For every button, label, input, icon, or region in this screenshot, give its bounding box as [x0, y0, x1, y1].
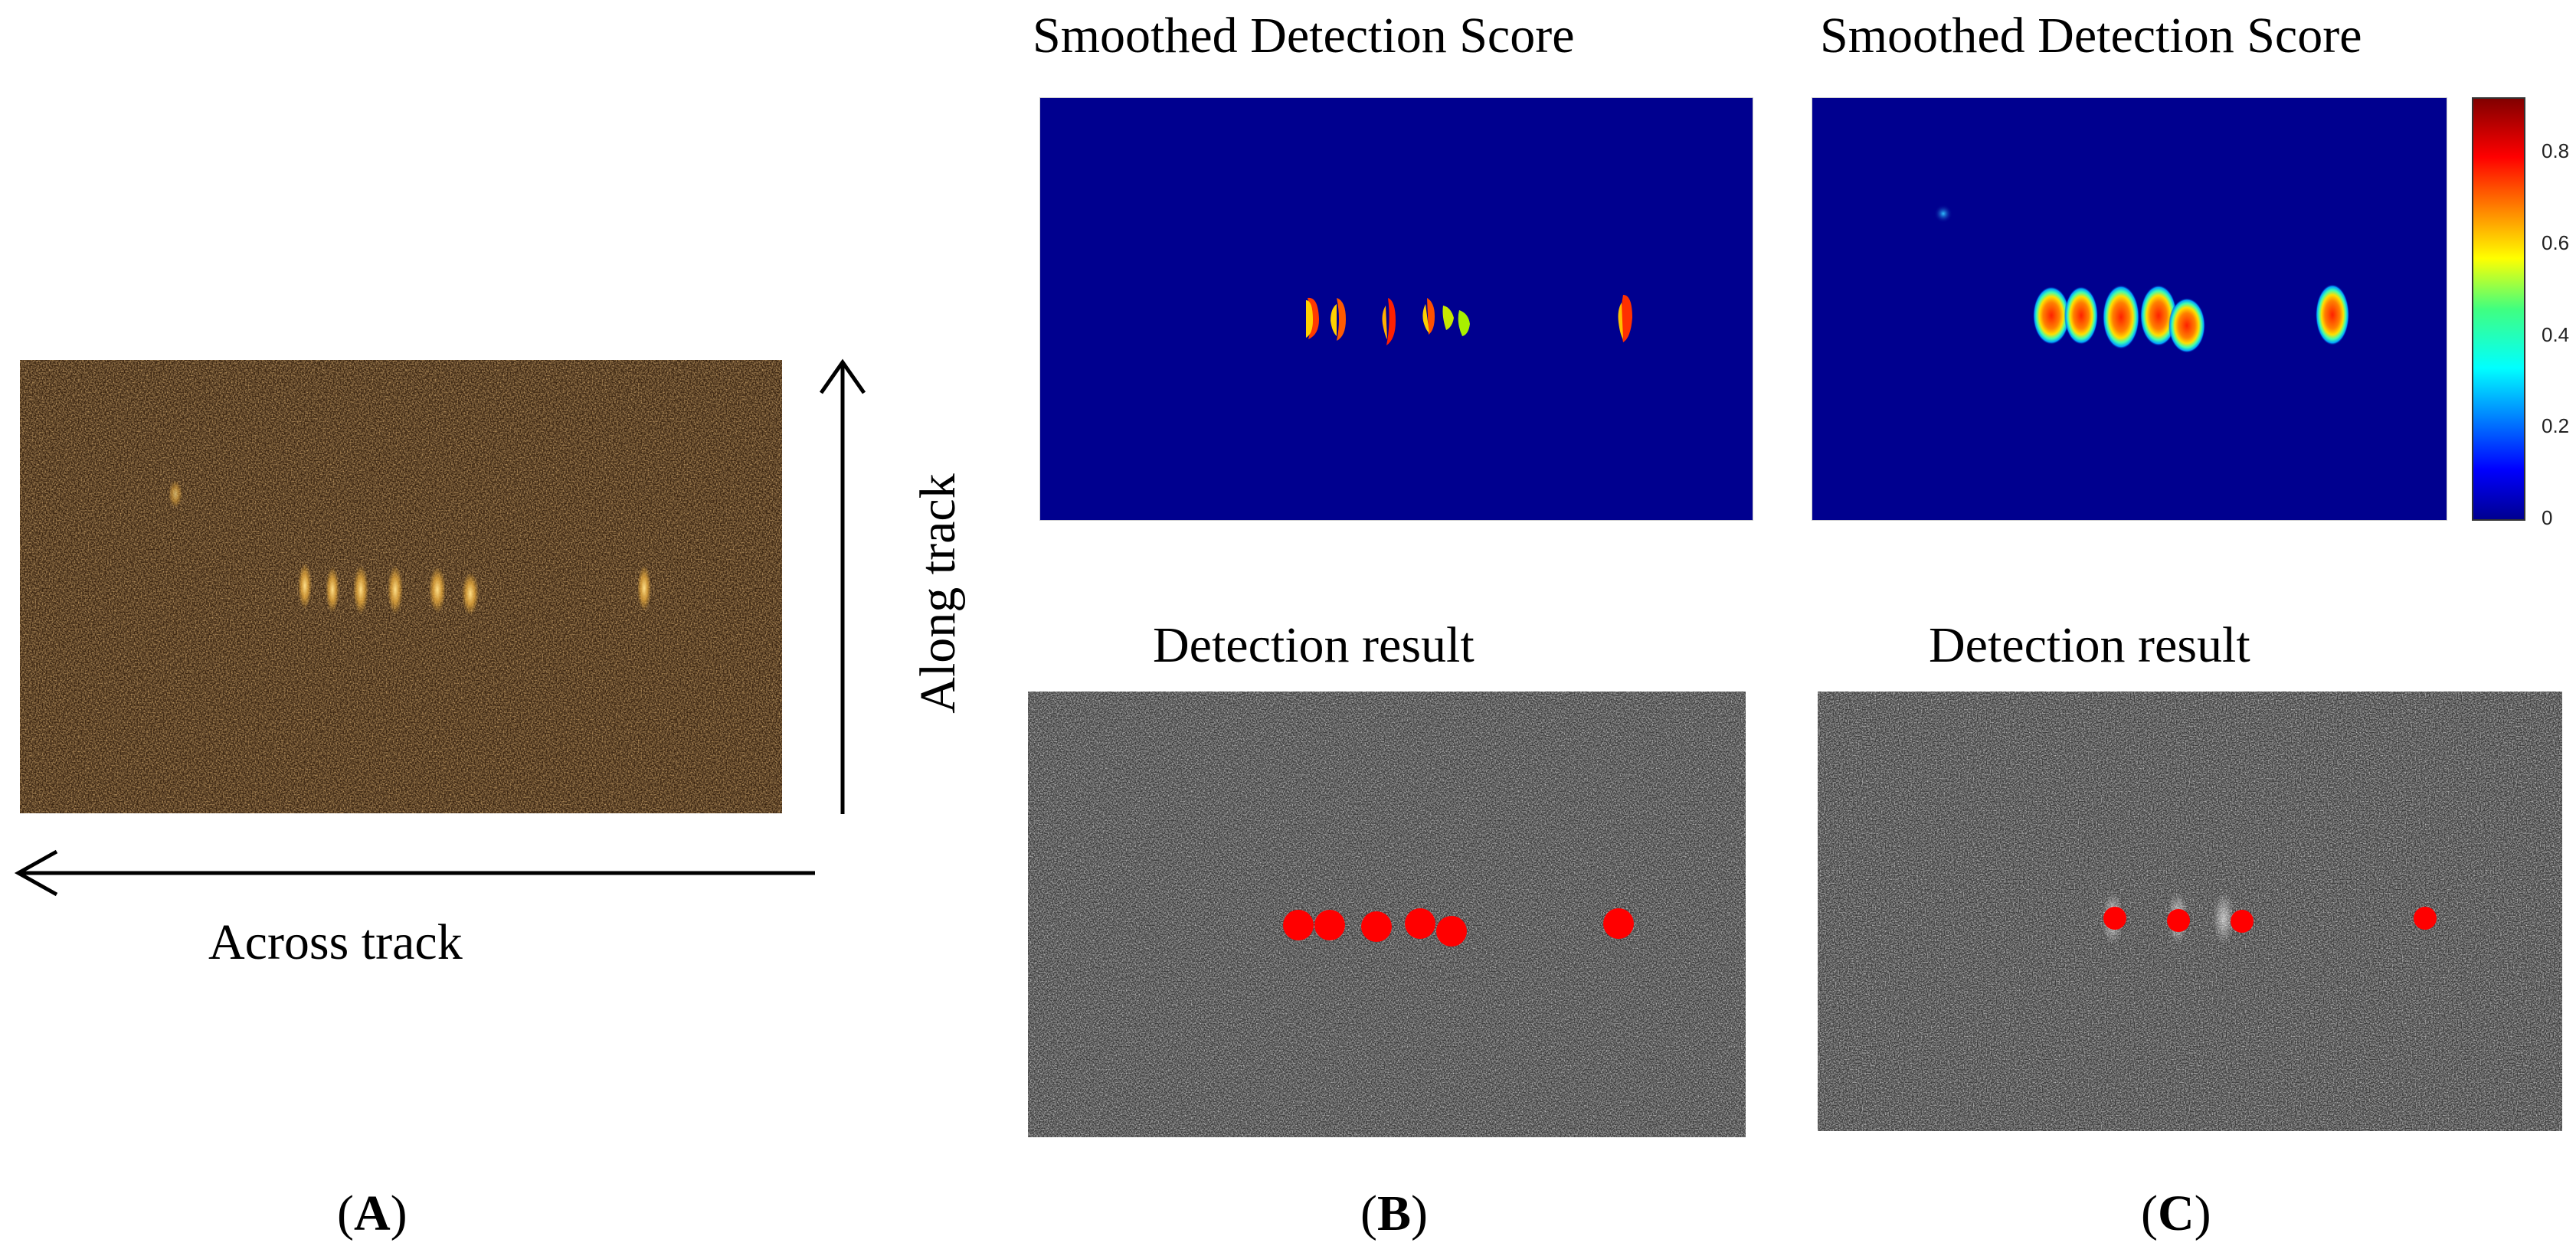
- along-track-arrow: [819, 358, 866, 814]
- score-blob: [2064, 286, 2098, 345]
- score-blob: [2316, 284, 2349, 345]
- target-echo: [388, 565, 403, 614]
- score-title-c: Smoothed Detection Score: [1820, 8, 2362, 64]
- score-blob: [2033, 286, 2070, 345]
- score-blob: [1618, 302, 1623, 339]
- score-blob: [1422, 304, 1429, 333]
- target-echo: [637, 565, 651, 611]
- score-heatmap-b: [1039, 97, 1753, 521]
- panel-label-a: (A): [337, 1185, 408, 1241]
- score-blob: [1337, 298, 1346, 341]
- target-echo: [298, 563, 312, 609]
- detection-marker: [2167, 909, 2190, 932]
- score-blob: [1386, 298, 1396, 345]
- detection-image-b: [1028, 692, 1746, 1137]
- target-echo: [462, 572, 479, 615]
- target-echo: [429, 567, 446, 613]
- detection-marker: [1314, 910, 1345, 940]
- colorbar-tick: 0.4: [2542, 323, 2570, 346]
- detection-marker: [1405, 908, 1435, 939]
- score-blob: [2140, 285, 2177, 346]
- score-blob: [1458, 310, 1470, 336]
- panel-label-b: (B): [1360, 1185, 1428, 1241]
- detection-image-c: [1818, 692, 2562, 1131]
- detection-marker: [1603, 908, 1634, 939]
- result-title-b: Detection result: [1153, 617, 1475, 673]
- detection-marker: [1283, 910, 1314, 940]
- across-track-arrow: [14, 849, 815, 897]
- colorbar: [2472, 97, 2525, 521]
- score-blob: [2168, 298, 2205, 353]
- detection-marker: [1436, 916, 1467, 947]
- score-blob: [2103, 285, 2139, 349]
- result-title-c: Detection result: [1929, 617, 2250, 673]
- detection-marker: [2231, 910, 2254, 933]
- score-blob: [1934, 204, 1952, 223]
- target-echo: [326, 567, 339, 613]
- colorbar-tick: 0.2: [2542, 414, 2570, 437]
- score-heatmap-c: [1812, 97, 2447, 521]
- sonar-image-color: [20, 360, 782, 813]
- colorbar-tick: 0.8: [2542, 139, 2570, 162]
- along-track-label: Along track: [910, 473, 966, 714]
- score-blob: [1331, 304, 1337, 336]
- score-title-b: Smoothed Detection Score: [1033, 8, 1575, 64]
- score-blob: [1382, 306, 1387, 339]
- target-echo: [169, 480, 182, 508]
- colorbar-tick: 0: [2542, 506, 2553, 529]
- score-blob: [1427, 298, 1435, 335]
- score-blob: [1442, 306, 1454, 330]
- score-blob: [1621, 295, 1632, 342]
- colorbar-tick: 0.6: [2542, 231, 2570, 254]
- detection-marker: [1361, 911, 1392, 942]
- across-track-label: Across track: [208, 914, 463, 970]
- panel-label-c: (C): [2141, 1185, 2211, 1241]
- detection-marker: [2103, 907, 2126, 930]
- detection-marker: [2414, 907, 2437, 930]
- score-blob: [1306, 300, 1313, 338]
- target-echo: [353, 565, 368, 614]
